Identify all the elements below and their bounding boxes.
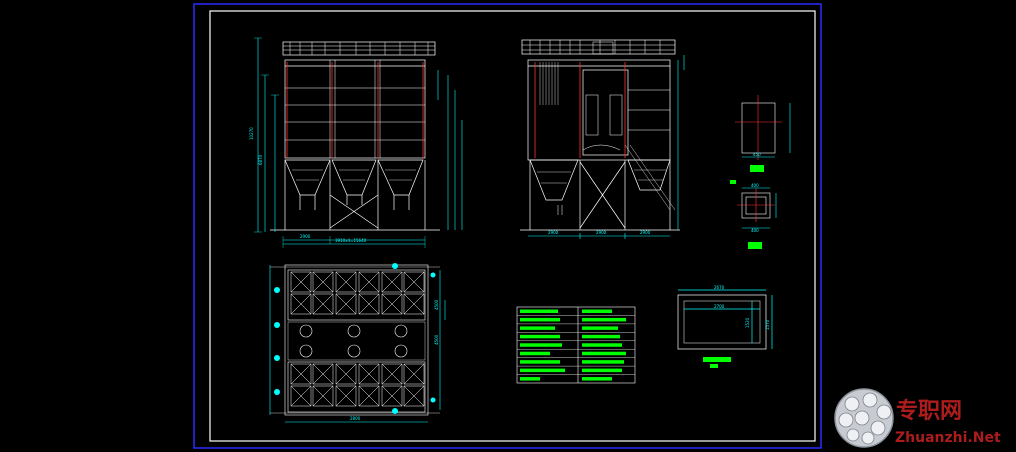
table-cell-left [520,377,540,381]
filter-cell [358,363,380,385]
filter-cell-cross [358,293,380,315]
plan-view [270,264,440,416]
filter-cell [403,363,425,385]
filter-cell-cross [335,293,357,315]
table-cell-left [520,317,560,322]
table-cell-left [520,351,550,356]
dim-detail-a: 450 [753,152,761,157]
filter-cell [312,363,334,385]
table-cell-right [582,309,612,313]
table-cell-left [520,334,560,339]
front-elevation [270,41,440,231]
filter-cell-cross [403,363,425,385]
filter-cell-cross [381,363,403,385]
table-cell-right [582,351,626,356]
filter-cell-cross [381,385,403,407]
filter-cell-cross [290,271,312,293]
dim-side-bottom-c: 2900 [640,230,651,235]
dim-plan-bottom-width: 2800 [350,416,361,421]
dim-detail-b: 400 [751,183,759,188]
sheet-outer-frame [193,3,822,449]
plan-markers [274,263,436,414]
table-cell-left [520,343,562,347]
filter-cell [290,385,312,407]
dim-front-left-b: 6870 [258,154,263,165]
dim-detail-c: 400 [751,228,759,233]
filter-cell-cross [358,271,380,293]
side-elevation [520,39,680,231]
filter-cell-cross [312,293,334,315]
filter-cell [335,385,357,407]
filter-cell-cross [312,363,334,385]
table-cell-right [582,360,624,364]
filter-cell [381,293,403,315]
dim-rect-height2: 1570 [765,319,770,330]
filter-cell [358,271,380,293]
table-cell-right [582,368,622,373]
table-cell-right [582,317,626,322]
filter-cell [358,385,380,407]
table-cell-right [582,343,622,347]
filter-cell [312,385,334,407]
filter-cell-cross [403,271,425,293]
dim-front-bottom-a: 2900 [300,234,311,239]
filter-cell-cross [290,385,312,407]
dim-rect-inner: 2700 [714,304,725,309]
filter-cell-cross [290,363,312,385]
filter-cell-cross [335,385,357,407]
dim-front-left-a: 10270 [249,127,254,140]
filter-cell [335,293,357,315]
filter-cell-cross [358,385,380,407]
dim-plan-right-b: 4500 [434,334,439,345]
table-cell-right [582,377,612,381]
filter-cell [335,363,357,385]
filter-cell [381,271,403,293]
dim-front-total-width: 3910x4=15640 [335,238,367,243]
filter-cell-cross [381,293,403,315]
dim-side-bottom-b: 2900 [596,230,607,235]
dim-rect-height: 1520 [745,317,750,328]
filter-cell [403,271,425,293]
plan-dimensions [269,265,446,423]
filter-cell [312,271,334,293]
filter-cell-cross [335,363,357,385]
base-plate-detail [677,289,773,368]
table-cell-left [520,360,560,364]
filter-cell [381,363,403,385]
filter-cell [335,271,357,293]
table-cell-right [582,334,620,339]
dim-rect-width: 2670 [714,285,725,290]
filter-cell [403,385,425,407]
filter-cell [403,293,425,315]
table-cell-left [520,309,558,313]
table-cell-left [520,326,555,330]
dim-plan-right-a: 4500 [434,299,439,310]
filter-cell [290,363,312,385]
front-dimensions [254,37,463,248]
filter-cell [290,293,312,315]
filter-cell-cross [358,363,380,385]
watermark-logo [834,388,894,448]
filter-cell-cross [403,385,425,407]
filter-cell [381,385,403,407]
filter-cell [312,293,334,315]
table-cell-left [520,368,565,373]
filter-cell-cross [403,293,425,315]
watermark-cn: 专职网 [896,398,962,424]
parts-table [516,306,636,384]
watermark-en: Zhuanzhi.Net [895,430,1001,446]
filter-cell-cross [335,271,357,293]
table-cell-right [582,326,618,330]
filter-cell [290,271,312,293]
side-dimensions [528,55,685,239]
filter-cell-cross [290,293,312,315]
filter-cell [358,293,380,315]
sheet-border [209,10,816,442]
filter-cell-cross [312,271,334,293]
filter-cell-cross [312,385,334,407]
filter-cell-cross [381,271,403,293]
detail-views [730,95,791,249]
dim-side-bottom-a: 2900 [548,230,559,235]
